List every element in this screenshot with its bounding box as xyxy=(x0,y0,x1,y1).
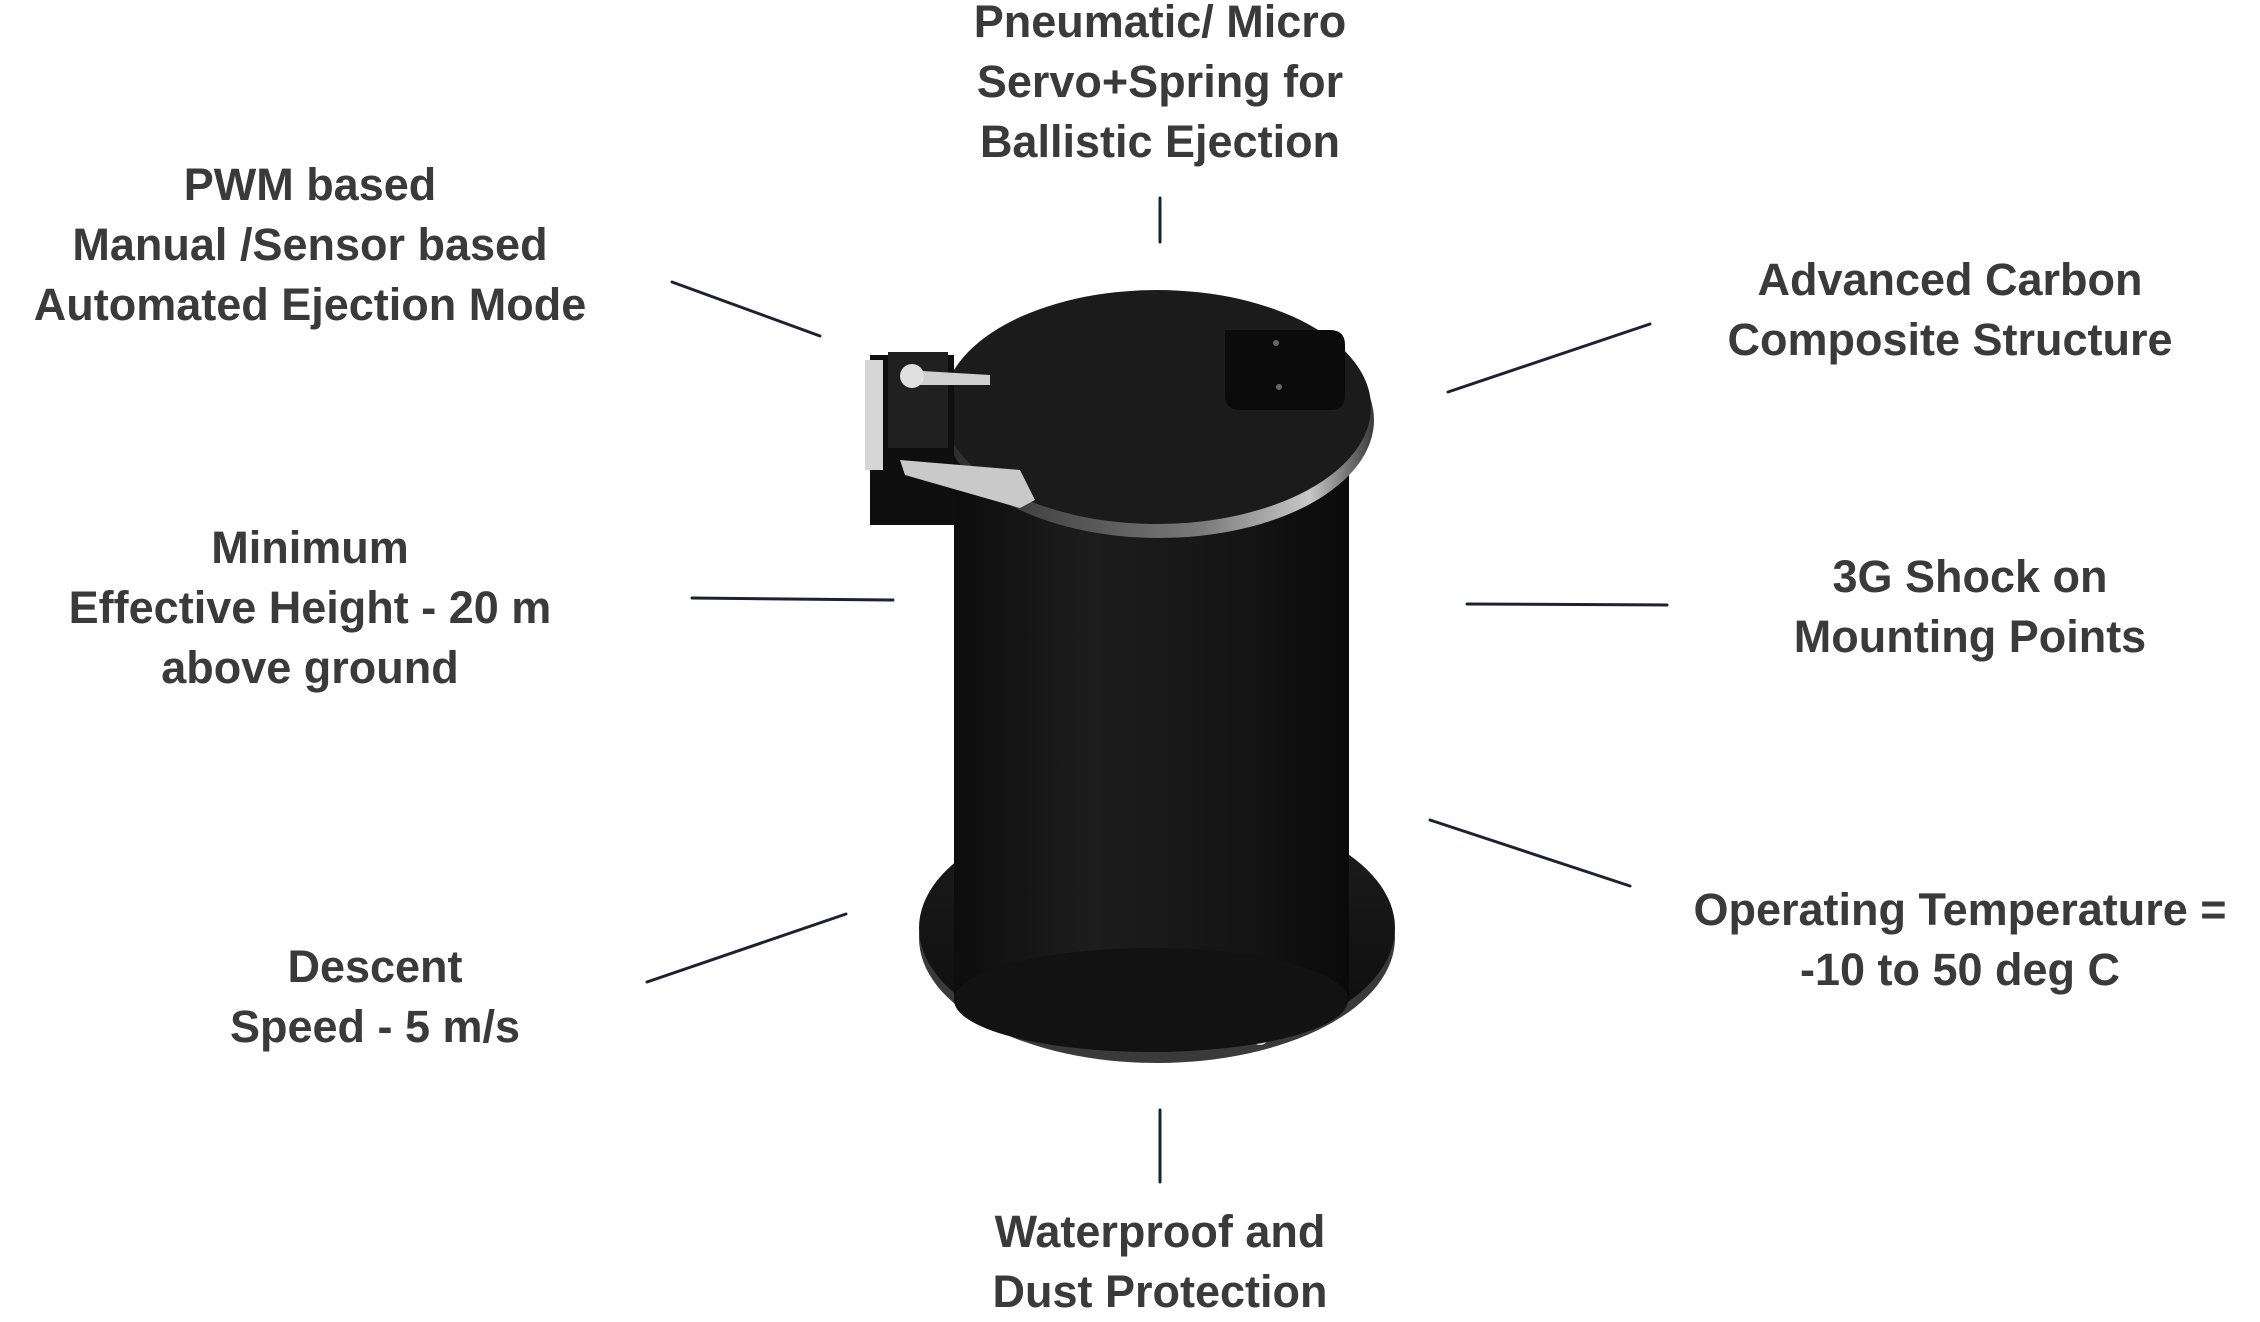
callout-line: Descent xyxy=(287,941,463,992)
callout-line: PWM based xyxy=(183,159,437,210)
callout-line: Dust Protection xyxy=(992,1266,1328,1317)
top-lid xyxy=(943,290,1374,538)
callout-shock: 3G Shock on Mounting Points xyxy=(1730,547,2210,667)
servo-horn xyxy=(905,370,990,385)
callout-ejection-mode: PWM based Manual /Sensor based Automated… xyxy=(0,155,620,335)
lid-mount-plate xyxy=(1225,330,1345,410)
callout-line: Servo+Spring for xyxy=(976,56,1344,107)
callout-line: Effective Height - 20 m xyxy=(68,582,552,633)
leader-line xyxy=(1428,818,1632,888)
callout-line: Ballistic Ejection xyxy=(979,116,1341,167)
leader-line xyxy=(1446,322,1652,394)
callout-line: Minimum xyxy=(211,522,409,573)
callout-line: 3G Shock on xyxy=(1832,551,2108,602)
leader-lines xyxy=(645,196,1669,1184)
callout-waterproof: Waterproof and Dust Protection xyxy=(920,1202,1400,1322)
callout-line: Mounting Points xyxy=(1793,611,2147,662)
callout-line: Waterproof and xyxy=(994,1206,1326,1257)
callout-temperature: Operating Temperature = -10 to 50 deg C xyxy=(1660,880,2260,1000)
callout-min-height: Minimum Effective Height - 20 m above gr… xyxy=(20,518,600,698)
callout-line: Composite Structure xyxy=(1727,314,2173,365)
leader-line xyxy=(690,596,895,602)
leader-line xyxy=(1465,602,1669,607)
leader-line xyxy=(670,280,822,338)
callout-ejection-mechanism: Pneumatic/ Micro Servo+Spring for Ballis… xyxy=(920,0,1400,172)
callout-line: Automated Ejection Mode xyxy=(33,279,587,330)
latch-arm xyxy=(900,460,1035,508)
callout-line: -10 to 50 deg C xyxy=(1799,944,2121,995)
callout-line: Manual /Sensor based xyxy=(72,219,548,270)
callout-line: Operating Temperature = xyxy=(1693,884,2227,935)
callout-line: Pneumatic/ Micro xyxy=(973,0,1347,47)
callout-line: Speed - 5 m/s xyxy=(229,1001,521,1052)
servo-assembly xyxy=(865,352,1035,525)
callout-structure: Advanced Carbon Composite Structure xyxy=(1680,250,2220,370)
callout-descent: Descent Speed - 5 m/s xyxy=(160,937,590,1057)
callout-line: Advanced Carbon xyxy=(1757,254,2143,305)
callout-line: above ground xyxy=(161,642,459,693)
leader-line xyxy=(645,912,848,984)
